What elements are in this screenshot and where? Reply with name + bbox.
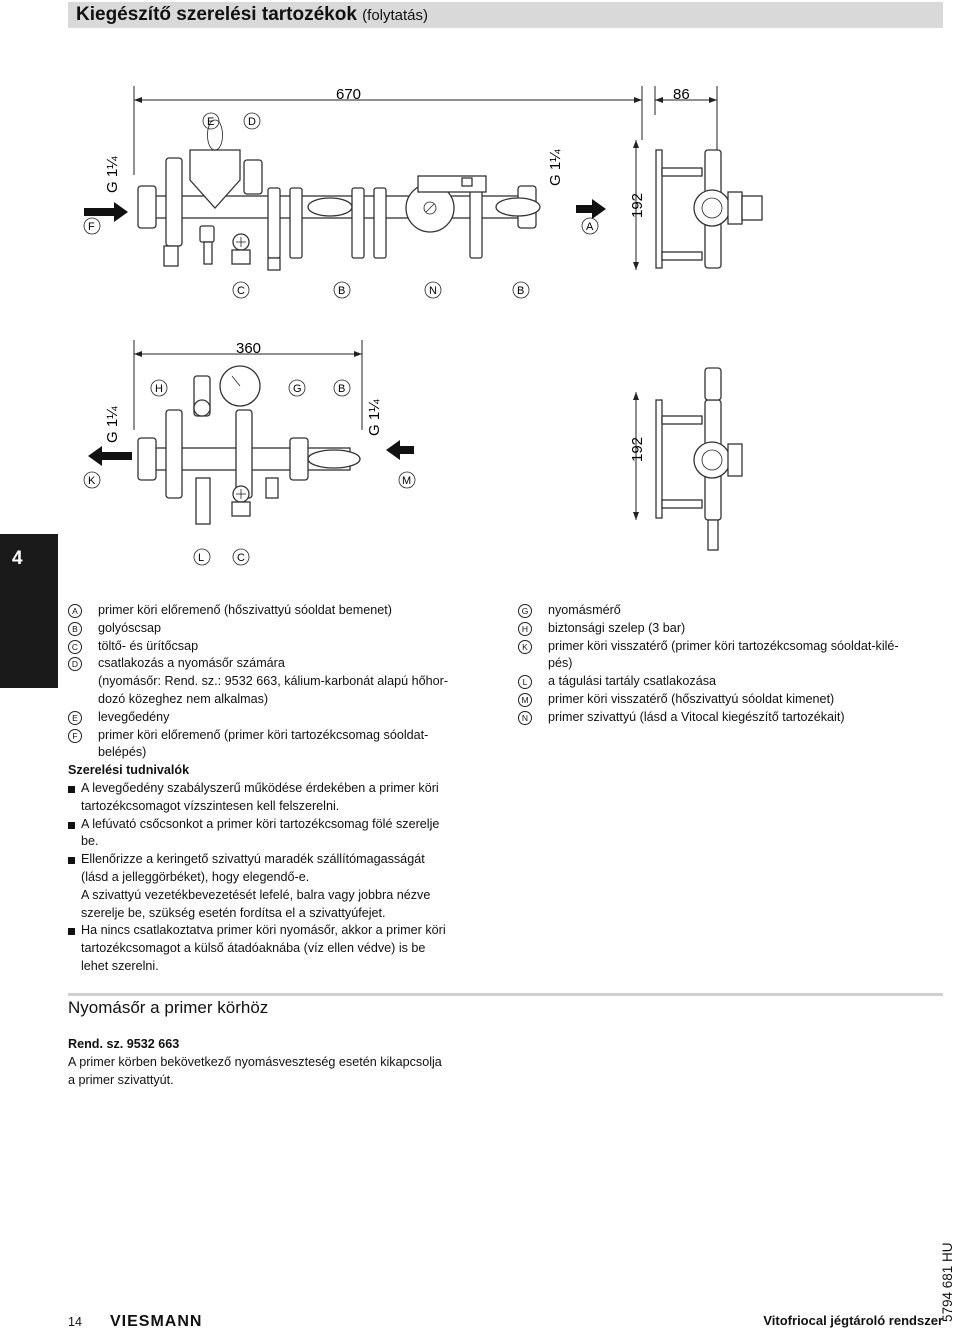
bottom-assembly-front (137, 365, 361, 525)
label-F: F (88, 221, 95, 233)
bottom-dimension-192: 192 (629, 392, 646, 520)
section-body: Rend. sz. 9532 663 A primer körben beköv… (68, 1037, 442, 1087)
bottom-dimension-360: 360 (133, 340, 363, 430)
page-number: 14 (68, 1315, 82, 1329)
dim-360: 360 (236, 340, 261, 357)
dim-192-bottom: 192 (629, 437, 646, 462)
notes-title: Szerelési tudnivalók (68, 763, 190, 778)
label-C: C (237, 285, 245, 297)
brand-logo: VIESMANN (110, 1313, 203, 1330)
page-header: Kiegészítő szerelési tartozékok (folytat… (68, 2, 943, 28)
label-L: L (198, 552, 204, 564)
thread-left-top: G 1¼ (104, 156, 121, 193)
note-2: A lefúvató csőcsonkot a primer köri tart… (68, 816, 498, 852)
thread-right-bottom: G 1¼ (366, 399, 383, 436)
chapter-number: 4 (12, 548, 23, 569)
top-dimension-192: 192 (629, 140, 646, 270)
label-M: M (402, 475, 411, 487)
thread-right-top: G 1¼ (547, 149, 564, 186)
top-dimension-86: 86 (654, 86, 718, 160)
label-K: K (88, 475, 96, 487)
document-id: 5794 681 HU (940, 1242, 955, 1322)
top-dimension-670: 670 (133, 86, 643, 175)
note-4: Ha nincs csatlakoztatva primer köri nyom… (68, 922, 498, 975)
flow-arrow-out (576, 199, 606, 219)
footer-title: Vitofriocal jégtároló rendszer (763, 1313, 943, 1328)
bottom-assembly-side (655, 367, 743, 551)
top-labels: E D F A C B N B G 1¼ G 1¼ (83, 112, 606, 299)
label-A: A (586, 221, 594, 233)
bottom-labels: H G B K M L C G 1¼ G 1¼ (83, 379, 416, 566)
dim-670: 670 (336, 86, 361, 103)
label-C2: C (237, 552, 245, 564)
label-G: G (293, 383, 302, 395)
label-B: B (338, 285, 345, 297)
section-title: Nyomásőr a primer körhöz (68, 998, 269, 1017)
order-number: Rend. sz. 9532 663 (68, 1037, 180, 1051)
top-assembly-side (655, 149, 763, 269)
chapter-tab: 4 (0, 534, 58, 688)
note-3-extra: A szivattyú vezetékbevezetését lefelé, b… (81, 887, 431, 920)
flow-arrow-heatpump-out (386, 440, 414, 460)
label-N: N (429, 285, 437, 297)
label-E: E (207, 116, 214, 128)
label-B3: B (338, 383, 345, 395)
note-3: Ellenőrizze a keringető szivattyú maradé… (68, 851, 498, 887)
top-assembly-front (137, 119, 541, 271)
flow-arrow-in (84, 202, 128, 222)
dim-192-top: 192 (629, 193, 646, 218)
header-title: Kiegészítő szerelési tartozékok (folytat… (76, 4, 429, 25)
label-B2: B (517, 285, 524, 297)
dim-86: 86 (673, 86, 690, 103)
note-1: A levegőedény szabályszerű működése érde… (68, 780, 498, 816)
label-D: D (248, 116, 256, 128)
thread-left-bottom: G 1¼ (104, 406, 121, 443)
flow-arrow-return (88, 446, 132, 466)
section-divider (68, 993, 943, 996)
label-H: H (155, 383, 163, 395)
technical-drawing: 670 86 192 (83, 86, 763, 566)
